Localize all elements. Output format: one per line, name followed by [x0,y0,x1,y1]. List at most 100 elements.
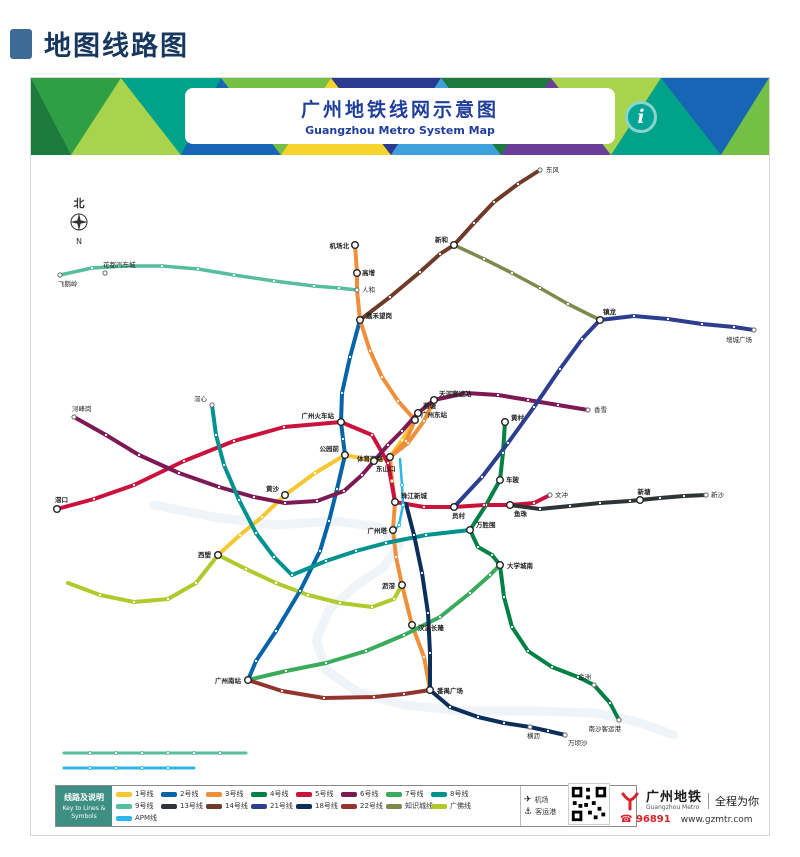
station-label: 鱼珠 [514,509,528,518]
station-dot [627,498,633,504]
interchange-station-marker [356,315,365,324]
legend-entry: 7号线 [386,789,430,799]
map-title-box: 广州地铁线网示意图 Guangzhou Metro System Map [185,88,615,144]
legend-entry: 8号线 [431,789,475,799]
station-label: 西塱 [198,550,212,559]
interchange-station-marker [414,408,423,417]
station-dot [389,478,395,484]
metro-line-8 [210,403,472,577]
line-label: 18号线 [315,802,338,810]
station-dot [411,532,417,538]
interchange-station-marker [391,498,400,507]
station-dot [481,502,487,508]
legend-entry: 22号线 [341,801,385,811]
station-label: 飞鹅岭 [58,279,78,288]
station-dot [399,437,405,443]
interchange-station-marker [408,621,417,630]
station-label: 东风 [546,165,560,174]
line-label: 知识城线 [405,802,433,810]
station-dot [273,580,279,586]
interchange-station-marker [243,676,252,685]
map-body: 机场北人和高增嘉禾望岗广州火车站广州东站燕塘天河客运站体育西路珠江新城广州塔公园… [31,155,769,835]
station-dot [699,321,705,327]
station-dot [565,301,571,307]
station-dot [665,316,671,322]
station-dot [481,256,487,262]
interchange-station-marker [353,268,362,277]
station-dot [463,390,469,396]
map-subtitle: Guangzhou Metro System Map [305,124,495,137]
station-dot [427,650,433,656]
station-dot [393,554,399,560]
legend-entry: 4号线 [251,789,295,799]
symbol-label: 客运港 [535,808,557,816]
station-dot [505,440,511,446]
station-dot [253,658,259,664]
metro-line-18 [404,502,567,737]
station-dot [567,503,573,509]
line-color-swatch [431,791,447,797]
interchange-station-marker [450,503,459,512]
station-dot [597,500,603,506]
station-dot [139,765,145,771]
station-dot [97,592,103,598]
station-dot [216,484,222,490]
interchange-station-marker [501,418,510,427]
station-label: 新和 [435,235,448,244]
station-label: 南沙客运港 [589,724,622,733]
station-dot [537,506,543,512]
legend-title-cn: 线路及说明 [64,793,104,803]
station-marker [57,272,63,278]
metro-line-22 [246,678,432,700]
legend-entry: 6号线 [341,789,385,799]
station-label: 广州火车站 [302,411,335,420]
interchange-station-marker [596,315,605,324]
brand-slogan: 全程为你 [708,793,759,809]
interchange-station-marker [337,418,346,427]
interchange-station-marker [411,416,420,425]
station-dot [399,428,405,434]
metro-line-knowledge-city [452,243,602,322]
station-label: 人和 [362,285,375,294]
legend-entry: 广佛线 [431,801,475,811]
interchange-station-marker [430,395,439,404]
legend-entry: 5号线 [296,789,340,799]
compass-icon [70,213,88,231]
station-dot [371,694,377,700]
station-dot [243,566,249,572]
station-label: 新沙 [711,490,725,499]
compass: 北 N [59,195,99,246]
compass-label-en: N [76,237,82,246]
station-dot [283,668,289,674]
station-label: 金洲 [578,672,591,681]
station-marker [751,327,757,333]
metro-line-gf [66,553,404,609]
station-label: 天河客运站 [439,389,472,398]
station-dot [423,532,429,538]
station-dot [113,750,119,756]
station-dot [165,765,171,771]
interchange-station-marker [389,526,398,535]
station-dot [401,632,407,638]
station-dot [323,660,329,666]
station-dot [237,532,243,538]
station-dot [289,572,295,578]
station-label: 文冲 [555,490,569,499]
line-color-swatch [206,791,222,797]
metro-line-13 [508,493,708,511]
interchange-station-marker [398,581,407,590]
station-marker [527,724,533,730]
station-label: 广州东站 [421,410,448,419]
station-marker [547,492,553,498]
station-dot [253,530,259,536]
station-dot [575,674,581,680]
station-dot [193,580,199,586]
metro-line-9 [58,264,359,292]
station-dot [395,398,401,404]
interchange-station-marker [351,240,360,249]
station-dot [403,438,409,444]
legend-entry: 2号线 [161,789,205,799]
station-dot [419,570,425,576]
station-dot [217,750,223,756]
